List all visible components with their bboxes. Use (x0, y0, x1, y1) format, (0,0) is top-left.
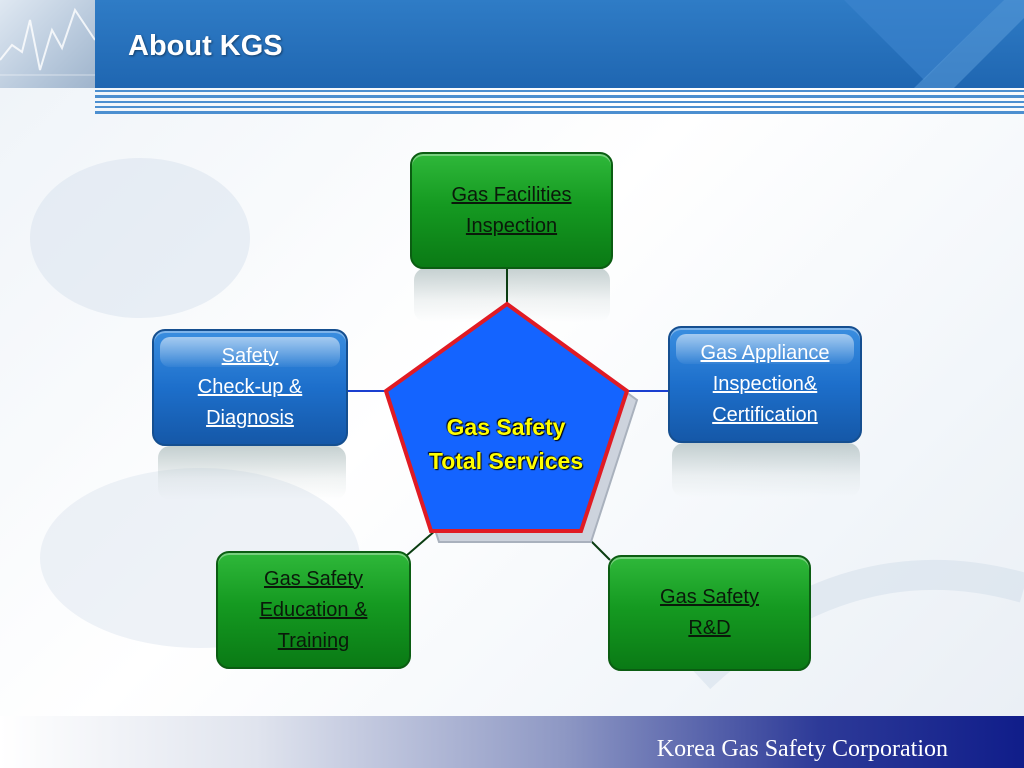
center-label: Gas Safety Total Services (428, 414, 584, 474)
header-bar: About KGS (0, 0, 1024, 88)
node-gas-facilities-inspection[interactable]: Gas Facilities Inspection (410, 152, 613, 269)
header-stripes (95, 88, 1024, 118)
node-safety-checkup-diagnosis[interactable]: Safety Check-up & Diagnosis (152, 329, 348, 446)
node-gas-appliance-inspection[interactable]: Gas Appliance Inspection& Certification (668, 326, 862, 443)
node-gas-safety-rd[interactable]: Gas Safety R&D (608, 555, 811, 671)
node-gas-safety-education[interactable]: Gas Safety Education & Training (216, 551, 411, 669)
reflection-right (672, 443, 860, 497)
header-decoration (844, 0, 1024, 88)
page-title: About KGS (128, 30, 283, 62)
header-chart-image (0, 0, 95, 88)
center-pentagon (383, 301, 630, 533)
reflection-left (158, 446, 346, 500)
footer-text: Korea Gas Safety Corporation (656, 736, 948, 762)
footer-bar: Korea Gas Safety Corporation (0, 716, 1024, 768)
connector-bottom-left (405, 529, 437, 557)
